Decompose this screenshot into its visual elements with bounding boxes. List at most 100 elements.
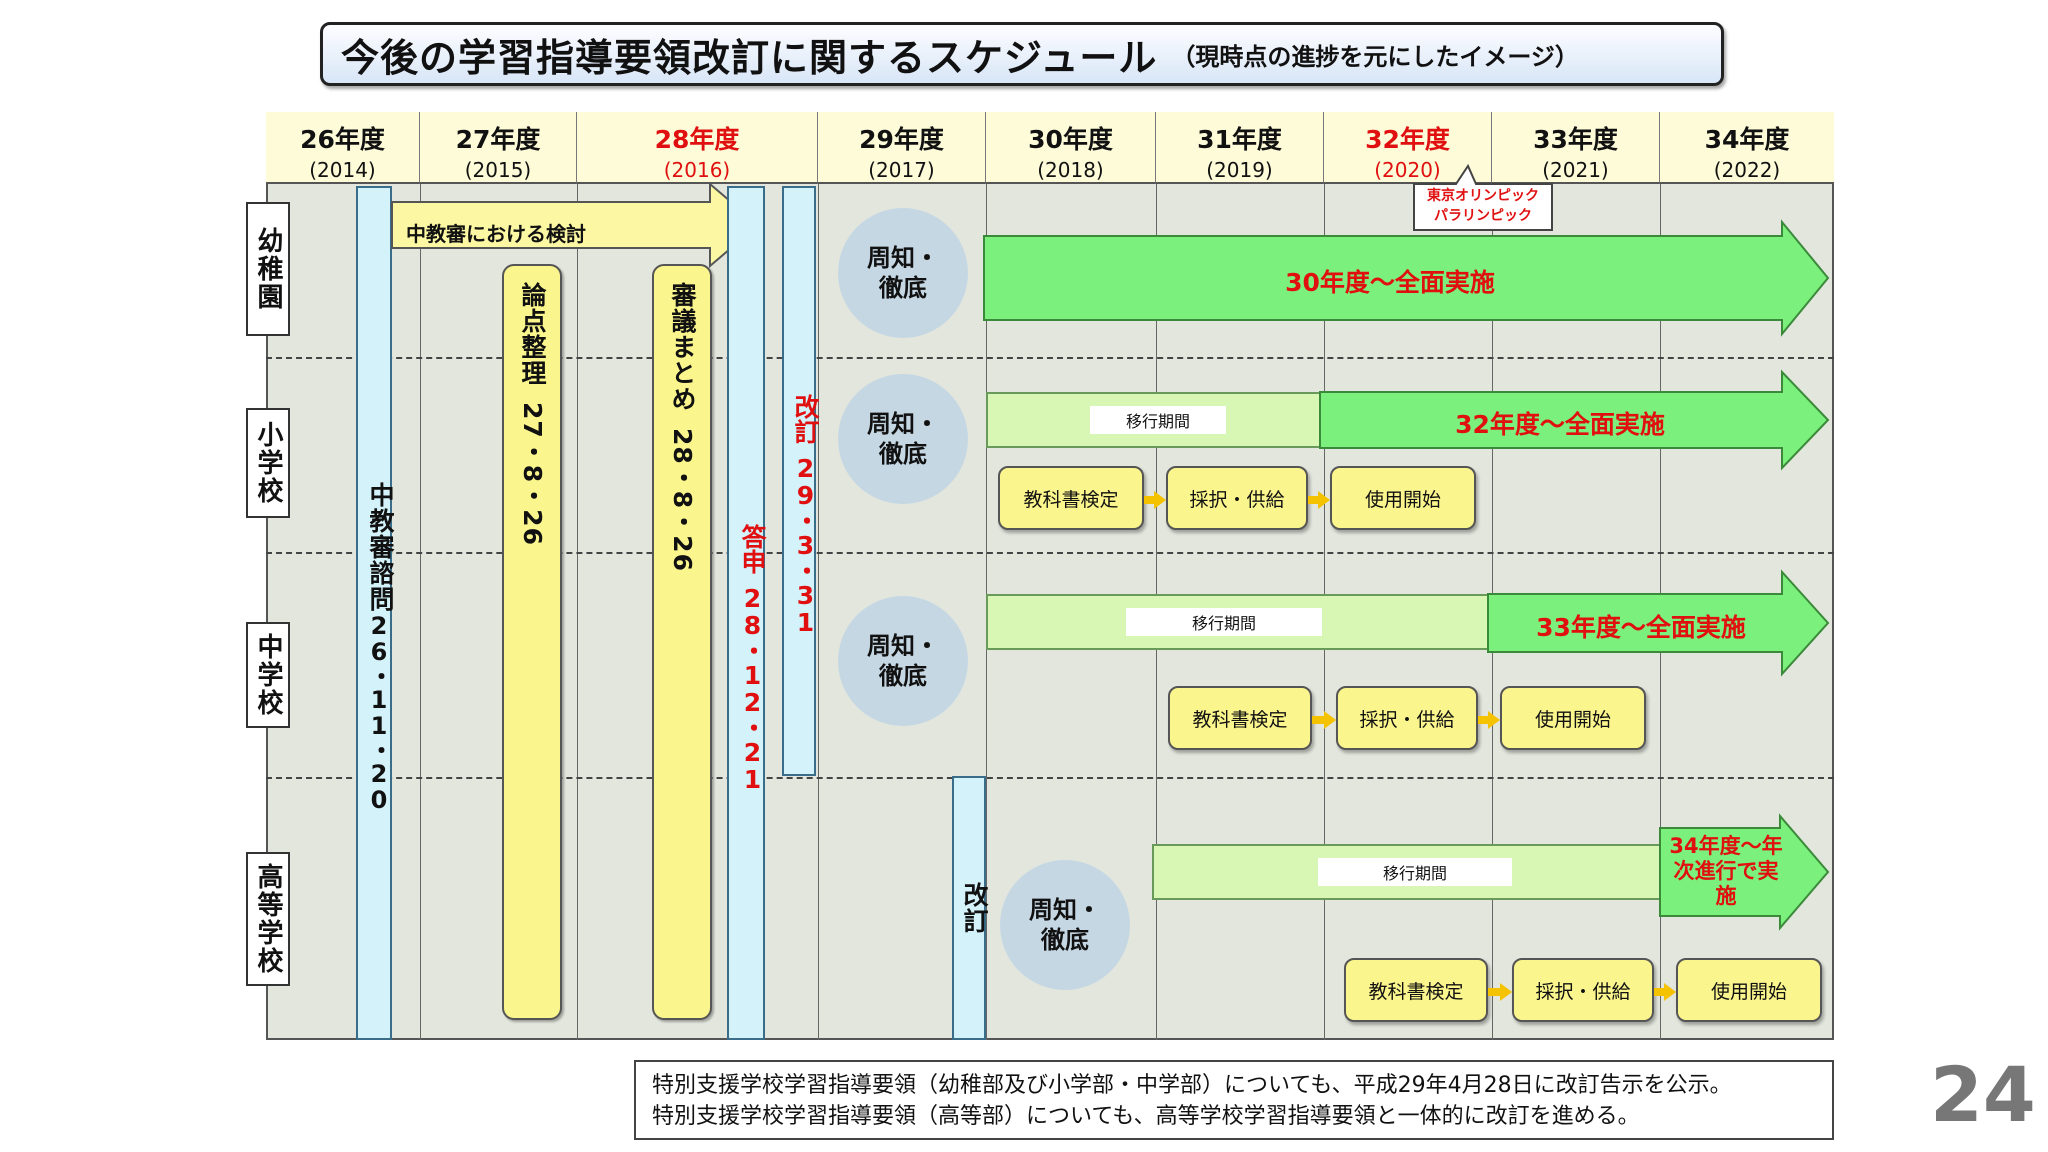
year-label: 26年度 bbox=[300, 125, 385, 154]
awareness-circle-high-school: 周知・徹底 bbox=[1000, 860, 1130, 990]
report-bar: 答申 28・12・21 bbox=[727, 186, 767, 1040]
high-school-transition-label: 移行期間 bbox=[1318, 858, 1512, 886]
circle-line2: 徹底 bbox=[879, 440, 927, 468]
year-header-2015: 27年度 (2015) bbox=[420, 112, 577, 184]
notes-box: 特別支援学校学習指導要領（幼稚部及び小学部・中学部）についても、平成29年4月2… bbox=[634, 1060, 1834, 1140]
awareness-circle-kindergarten: 周知・徹底 bbox=[838, 208, 968, 338]
hs-revision-bar: 改訂 bbox=[952, 776, 989, 1040]
year-sub: (2017) bbox=[868, 158, 935, 182]
year-header-2018: 30年度 (2018) bbox=[986, 112, 1156, 184]
year-sub: (2016) bbox=[663, 158, 731, 182]
high-school-implementation-label: 34年度～年 次進行で実 施 bbox=[1664, 834, 1788, 909]
issue-title: 論点整理 bbox=[518, 282, 547, 386]
year-sub: (2019) bbox=[1206, 158, 1273, 182]
revision-title: 改訂 bbox=[791, 394, 820, 444]
year-label: 28年度 bbox=[654, 125, 740, 154]
year-sub: (2018) bbox=[1037, 158, 1104, 182]
circle-line1: 周知・ bbox=[867, 410, 939, 438]
step-arrow bbox=[1664, 983, 1676, 1001]
high-school-start-step: 使用開始 bbox=[1676, 958, 1822, 1022]
year-header-2017: 29年度 (2017) bbox=[818, 112, 986, 184]
note-line-2: 特別支援学校学習指導要領（高等部）についても、高等学校学習指導要領と一体的に改訂… bbox=[652, 1104, 1640, 1129]
step-arrow bbox=[1154, 491, 1166, 509]
column-divider bbox=[420, 184, 421, 1040]
year-sub: (2014) bbox=[309, 158, 376, 182]
circle-line1: 周知・ bbox=[867, 244, 939, 272]
school-label-elementary: 小学校 bbox=[246, 408, 290, 518]
awareness-circle-junior-high: 周知・徹底 bbox=[838, 596, 968, 726]
summary-date: 28・8・26 bbox=[668, 428, 697, 572]
consultation-title: 中教審諮問 bbox=[366, 482, 395, 612]
olympic-line2: パラリンピック bbox=[1434, 208, 1532, 224]
elementary-implementation-arrow bbox=[1319, 369, 1830, 471]
year-label: 33年度 bbox=[1533, 125, 1618, 154]
year-header-2014: 26年度 (2014) bbox=[266, 112, 420, 184]
school-label-kindergarten: 幼稚園 bbox=[246, 202, 290, 336]
junior-high-transition-label: 移行期間 bbox=[1126, 608, 1322, 636]
year-header-2016: 28年度 (2016) bbox=[577, 112, 818, 184]
deliberation-summary-bar: 審議まとめ 28・8・26 bbox=[652, 264, 712, 1020]
elementary-transition-label: 移行期間 bbox=[1090, 406, 1226, 434]
year-sub: (2022) bbox=[1713, 158, 1781, 182]
junior-high-textbook-step: 教科書検定 bbox=[1168, 686, 1312, 750]
year-label: 27年度 bbox=[455, 125, 541, 154]
hs-impl-line1: 34年度～年 bbox=[1669, 834, 1783, 858]
year-header-2020: 32年度 (2020) bbox=[1324, 112, 1492, 184]
review-label: 中教審における検討 bbox=[406, 222, 586, 246]
year-label: 34年度 bbox=[1704, 125, 1790, 154]
year-label: 29年度 bbox=[859, 125, 944, 154]
circle-line1: 周知・ bbox=[1029, 896, 1101, 924]
step-arrow bbox=[1500, 983, 1512, 1001]
high-school-textbook-step: 教科書検定 bbox=[1344, 958, 1488, 1022]
page-title: 今後の学習指導要領改訂に関するスケジュール bbox=[341, 35, 1158, 80]
step-arrow bbox=[1324, 711, 1336, 729]
kindergarten-implementation-arrow bbox=[983, 219, 1830, 337]
report-date: 28・12・21 bbox=[738, 584, 767, 792]
year-header-2022: 34年度 (2022) bbox=[1660, 112, 1834, 184]
circle-line2: 徹底 bbox=[879, 662, 927, 690]
step-connector bbox=[1654, 988, 1668, 996]
circle-line2: 徹底 bbox=[1041, 926, 1089, 954]
high-school-implementation-arrow bbox=[1659, 813, 1830, 931]
row-divider bbox=[266, 552, 1834, 554]
hs-impl-line2: 次進行で実 bbox=[1673, 859, 1779, 883]
page-subtitle: （現時点の進捗を元にしたイメージ） bbox=[1171, 42, 1579, 71]
year-label: 30年度 bbox=[1028, 125, 1113, 154]
year-label: 32年度 bbox=[1365, 125, 1450, 154]
year-header-2019: 31年度 (2019) bbox=[1156, 112, 1324, 184]
report-title: 答申 bbox=[738, 524, 767, 574]
year-label: 31年度 bbox=[1197, 125, 1282, 154]
high-school-adoption-step: 採択・供給 bbox=[1512, 958, 1654, 1022]
olympic-callout-shape bbox=[1413, 163, 1553, 231]
revision-bar: 改訂 29・3・31 bbox=[782, 186, 820, 776]
circle-line1: 周知・ bbox=[867, 632, 939, 660]
olympic-callout: 東京オリンピック パラリンピック bbox=[1420, 186, 1546, 226]
step-connector bbox=[1478, 716, 1492, 724]
hs-impl-line3: 施 bbox=[1715, 884, 1737, 908]
title-box: 今後の学習指導要領改訂に関するスケジュール （現時点の進捗を元にしたイメージ） bbox=[320, 22, 1724, 86]
issue-date: 27・8・26 bbox=[518, 402, 547, 546]
step-connector bbox=[1312, 716, 1326, 724]
page-number: 24 bbox=[1930, 1050, 2036, 1139]
hs-revision-title: 改訂 bbox=[960, 882, 989, 934]
year-sub: (2015) bbox=[464, 158, 532, 182]
school-label-junior-high: 中学校 bbox=[246, 622, 290, 728]
column-divider bbox=[818, 184, 819, 1040]
junior-high-implementation-arrow bbox=[1487, 569, 1830, 677]
revision-date: 29・3・31 bbox=[791, 454, 820, 635]
consultation-bar: 中教審諮問 26・11・20 bbox=[356, 186, 395, 1040]
column-divider bbox=[577, 184, 578, 1040]
circle-line2: 徹底 bbox=[879, 274, 927, 302]
awareness-circle-elementary: 周知・徹底 bbox=[838, 374, 968, 504]
summary-title: 審議まとめ bbox=[668, 282, 697, 412]
row-divider bbox=[266, 357, 1834, 359]
step-connector bbox=[1308, 496, 1320, 504]
year-sub: (2020) bbox=[1374, 158, 1441, 182]
school-label-high-school: 高等学校 bbox=[246, 852, 290, 986]
issue-summary-bar: 論点整理 27・8・26 bbox=[502, 264, 562, 1020]
step-arrow bbox=[1488, 711, 1500, 729]
note-line-1: 特別支援学校学習指導要領（幼稚部及び小学部・中学部）についても、平成29年4月2… bbox=[652, 1073, 1732, 1098]
row-divider bbox=[266, 777, 1834, 779]
step-connector bbox=[1488, 988, 1502, 996]
consultation-date: 26・11・20 bbox=[365, 612, 393, 812]
